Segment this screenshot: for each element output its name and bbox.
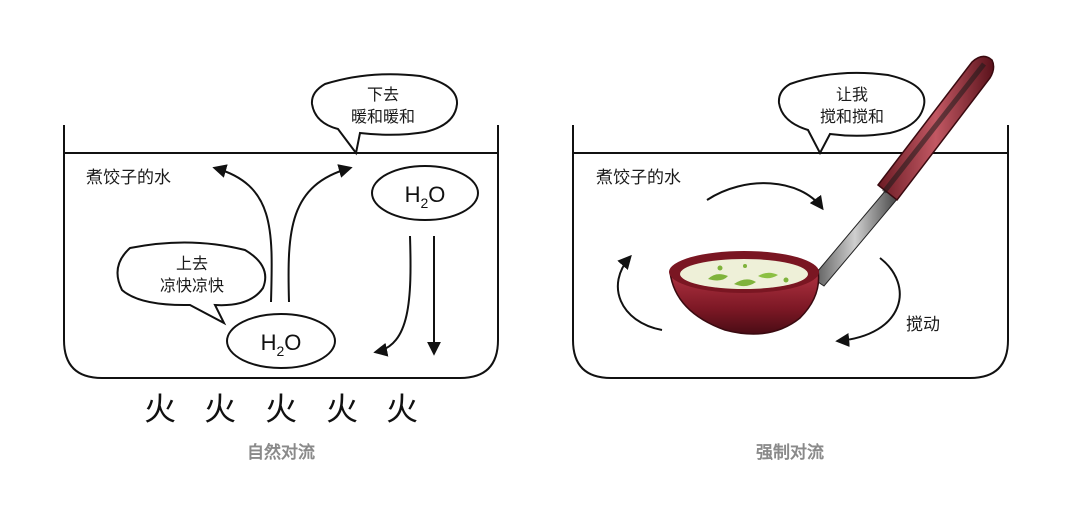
svg-text:上去: 上去 [176,254,208,273]
svg-text:下去: 下去 [367,85,399,104]
h2o-bottom: H2O [226,313,336,369]
fire-icon: 火 [144,390,176,428]
left-panel: 煮饺子的水 H2O H2O 上去 凉快凉快 下去 暖和暖和 [63,73,499,463]
stir-arrow-right [835,257,901,347]
speech-bubble-down: 下去 暖和暖和 [310,73,459,156]
speech-bubble-up: 上去 凉快凉快 [116,241,267,326]
h2o-top: H2O [371,165,479,221]
fire-icon: 火 [265,390,297,428]
right-water-label: 煮饺子的水 [596,168,681,188]
stir-label: 搅动 [906,315,940,335]
fire-icon: 火 [204,390,236,428]
fire-icon: 火 [326,390,358,428]
stir-arrow-left [616,254,663,331]
rising-arrow-right [287,164,353,303]
left-water-label: 煮饺子的水 [86,168,171,188]
fire-icon: 火 [386,390,418,428]
right-pot [572,125,1009,379]
sinking-arrow-curved [373,235,412,357]
svg-text:暖和暖和: 暖和暖和 [351,107,415,126]
svg-text:凉快凉快: 凉快凉快 [160,276,224,295]
svg-text:让我: 让我 [836,85,868,104]
rising-arrow-left [212,164,273,303]
svg-text:H2O: H2O [261,330,302,359]
left-caption: 自然对流 [247,442,315,463]
left-pot [63,125,499,379]
right-panel: 煮饺子的水 搅动 让我 搅和搅和 [572,55,1009,463]
stir-arrow-top [706,182,824,211]
right-caption: 强制对流 [756,442,824,463]
speech-bubble-stir: 让我 搅和搅和 [777,71,926,156]
ladle-icon [669,55,995,335]
fire-row: 火 火 火 火 火 [144,390,418,428]
svg-text:搅和搅和: 搅和搅和 [820,107,884,126]
svg-text:H2O: H2O [405,182,446,211]
